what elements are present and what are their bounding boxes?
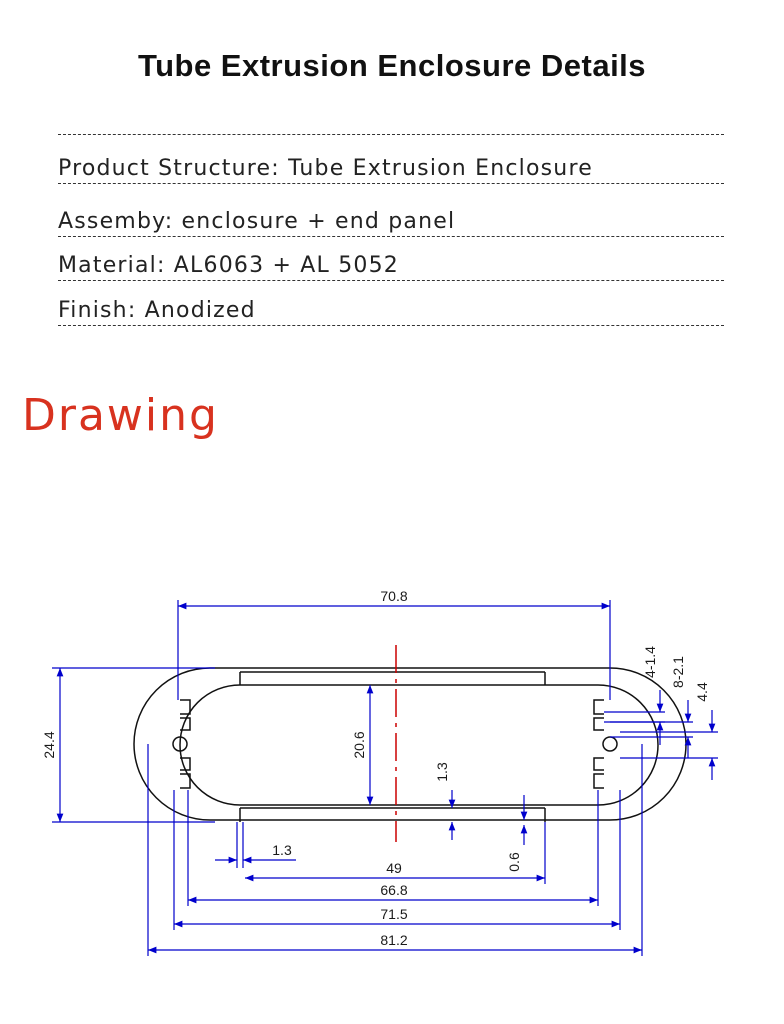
left-fins	[180, 699, 191, 789]
spec-label: Product Structure:	[58, 156, 280, 181]
dim-inner-width: 66.8	[380, 882, 407, 898]
dim-slot-depth: 1.3	[434, 762, 450, 782]
outer-outline	[133, 667, 687, 821]
spec-label: Assemby:	[58, 209, 174, 234]
dim-top-width: 70.8	[380, 588, 407, 604]
left-screw-boss	[172, 736, 188, 752]
dimension-lines	[52, 600, 718, 956]
dim-rail-49: 49	[386, 860, 402, 876]
top-rail	[239, 671, 546, 685]
top-divider	[58, 134, 724, 135]
dim-slot-bottom: 1.3	[272, 842, 292, 858]
dim-rail-06: 0.6	[506, 852, 522, 872]
spec-value: enclosure + end panel	[181, 209, 456, 234]
inner-outline	[179, 684, 659, 806]
dim-overall-width: 81.2	[380, 932, 407, 948]
spec-row-structure: Product Structure: Tube Extrusion Enclos…	[58, 155, 724, 184]
dim-hole-8: 8-2.1	[670, 656, 686, 688]
dim-pitch: 4.4	[694, 682, 710, 702]
spec-label: Finish:	[58, 298, 137, 323]
page-title: Tube Extrusion Enclosure Details	[137, 48, 647, 83]
dim-body-width: 71.5	[380, 906, 407, 922]
right-screw-boss	[602, 736, 618, 752]
enclosure-profile	[133, 667, 687, 822]
spec-value: Anodized	[144, 298, 256, 323]
dim-inner-height: 20.6	[351, 731, 367, 758]
bottom-rail	[239, 807, 546, 822]
dim-left-height: 24.4	[41, 731, 57, 758]
spec-value: AL6063 + AL 5052	[173, 253, 399, 278]
drawing-heading: Drawing	[22, 390, 219, 441]
spec-value: Tube Extrusion Enclosure	[288, 156, 593, 181]
spec-row-finish: Finish: Anodized	[58, 297, 724, 326]
dim-hole-4: 4-1.4	[642, 646, 658, 678]
spec-row-assembly: Assemby: enclosure + end panel	[58, 208, 724, 237]
spec-row-material: Material: AL6063 + AL 5052	[58, 252, 724, 281]
right-fins	[593, 699, 604, 789]
spec-label: Material:	[58, 253, 166, 278]
